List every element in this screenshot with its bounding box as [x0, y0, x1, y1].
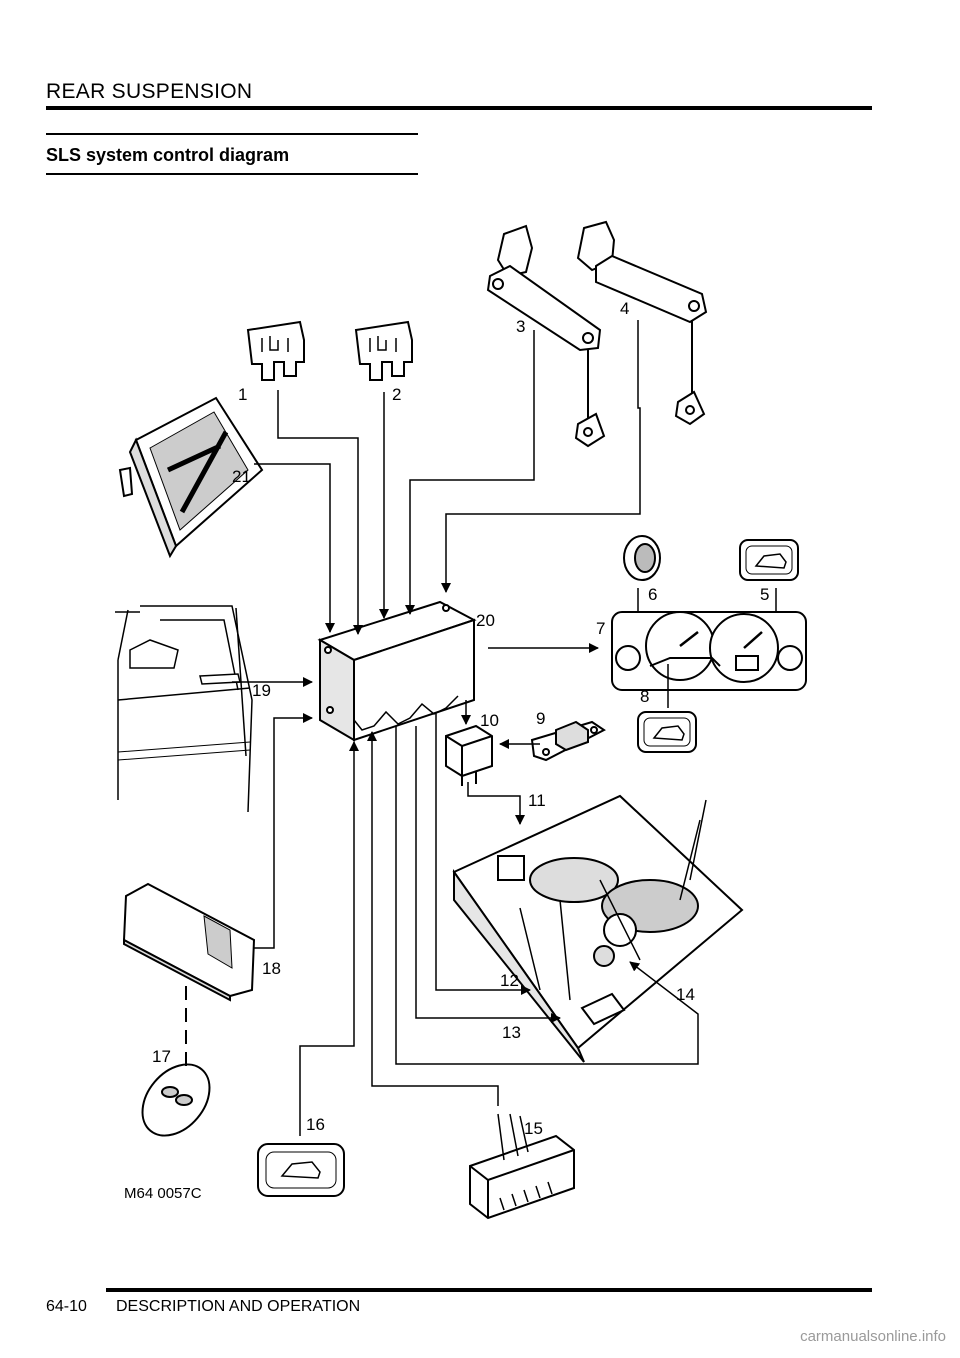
compressor-assembly-11-icon: [452, 794, 744, 1063]
header-rule: [46, 106, 872, 110]
remote-key-fob-17-icon: [141, 1063, 211, 1137]
sensor-9-icon: [530, 720, 606, 762]
callout-20: 20: [476, 611, 495, 630]
fuse-1-icon: [246, 320, 305, 381]
diagnostic-connector-15-icon: [469, 1113, 575, 1220]
section-rule-bottom: [46, 173, 418, 175]
height-sensor-4-icon: [576, 220, 708, 426]
callout-labels: 1 2 3 4 5 6 7 8 9 10 11 12 13 14 15 16 1…: [124, 299, 769, 1202]
warning-lamp-8-icon: [637, 711, 697, 753]
callout-7: 7: [596, 619, 605, 638]
callout-1: 1: [238, 385, 247, 404]
callout-11: 11: [528, 791, 546, 810]
callout-3: 3: [516, 317, 525, 336]
watermark-link[interactable]: carmanualsonline.info: [800, 1328, 946, 1345]
switch-16-icon: [257, 1143, 345, 1197]
callout-18: 18: [262, 959, 281, 978]
relay-10-icon: [445, 724, 493, 786]
page-number: 64-10: [46, 1298, 87, 1315]
callout-2: 2: [392, 385, 401, 404]
callout-13: 13: [502, 1023, 521, 1042]
callout-15: 15: [524, 1119, 543, 1138]
height-sensor-3-icon: [486, 224, 606, 448]
warning-lamp-5-icon: [739, 539, 799, 581]
section-rule-top: [46, 133, 418, 135]
callout-14: 14: [676, 985, 695, 1004]
callout-5: 5: [760, 585, 769, 604]
callout-10: 10: [480, 711, 499, 730]
body-control-unit-18-icon: [122, 882, 256, 1002]
callout-4: 4: [620, 299, 629, 318]
callout-8: 8: [640, 687, 649, 706]
callout-12: 12: [500, 971, 519, 990]
instrument-pack-7-icon: [611, 611, 807, 691]
ecu-module-21-icon: [118, 396, 264, 559]
callout-16: 16: [306, 1115, 325, 1134]
callout-17: 17: [152, 1047, 171, 1066]
fuse-2-icon: [354, 320, 413, 381]
connection-lines: [185, 320, 777, 1136]
vehicle-door-19-icon: [115, 605, 253, 813]
callout-19: 19: [252, 681, 271, 700]
footer-rule: [106, 1288, 872, 1292]
sls-ecu-20-icon: [317, 600, 477, 742]
callout-21: 21: [232, 467, 251, 486]
callout-6: 6: [648, 585, 657, 604]
speaker-6-icon: [623, 535, 661, 581]
figure-code: M64 0057C: [124, 1185, 202, 1202]
footer-section-title: DESCRIPTION AND OPERATION: [116, 1298, 361, 1315]
page-header-title: REAR SUSPENSION: [46, 80, 253, 103]
callout-9: 9: [536, 709, 545, 728]
section-title: SLS system control diagram: [46, 145, 290, 165]
